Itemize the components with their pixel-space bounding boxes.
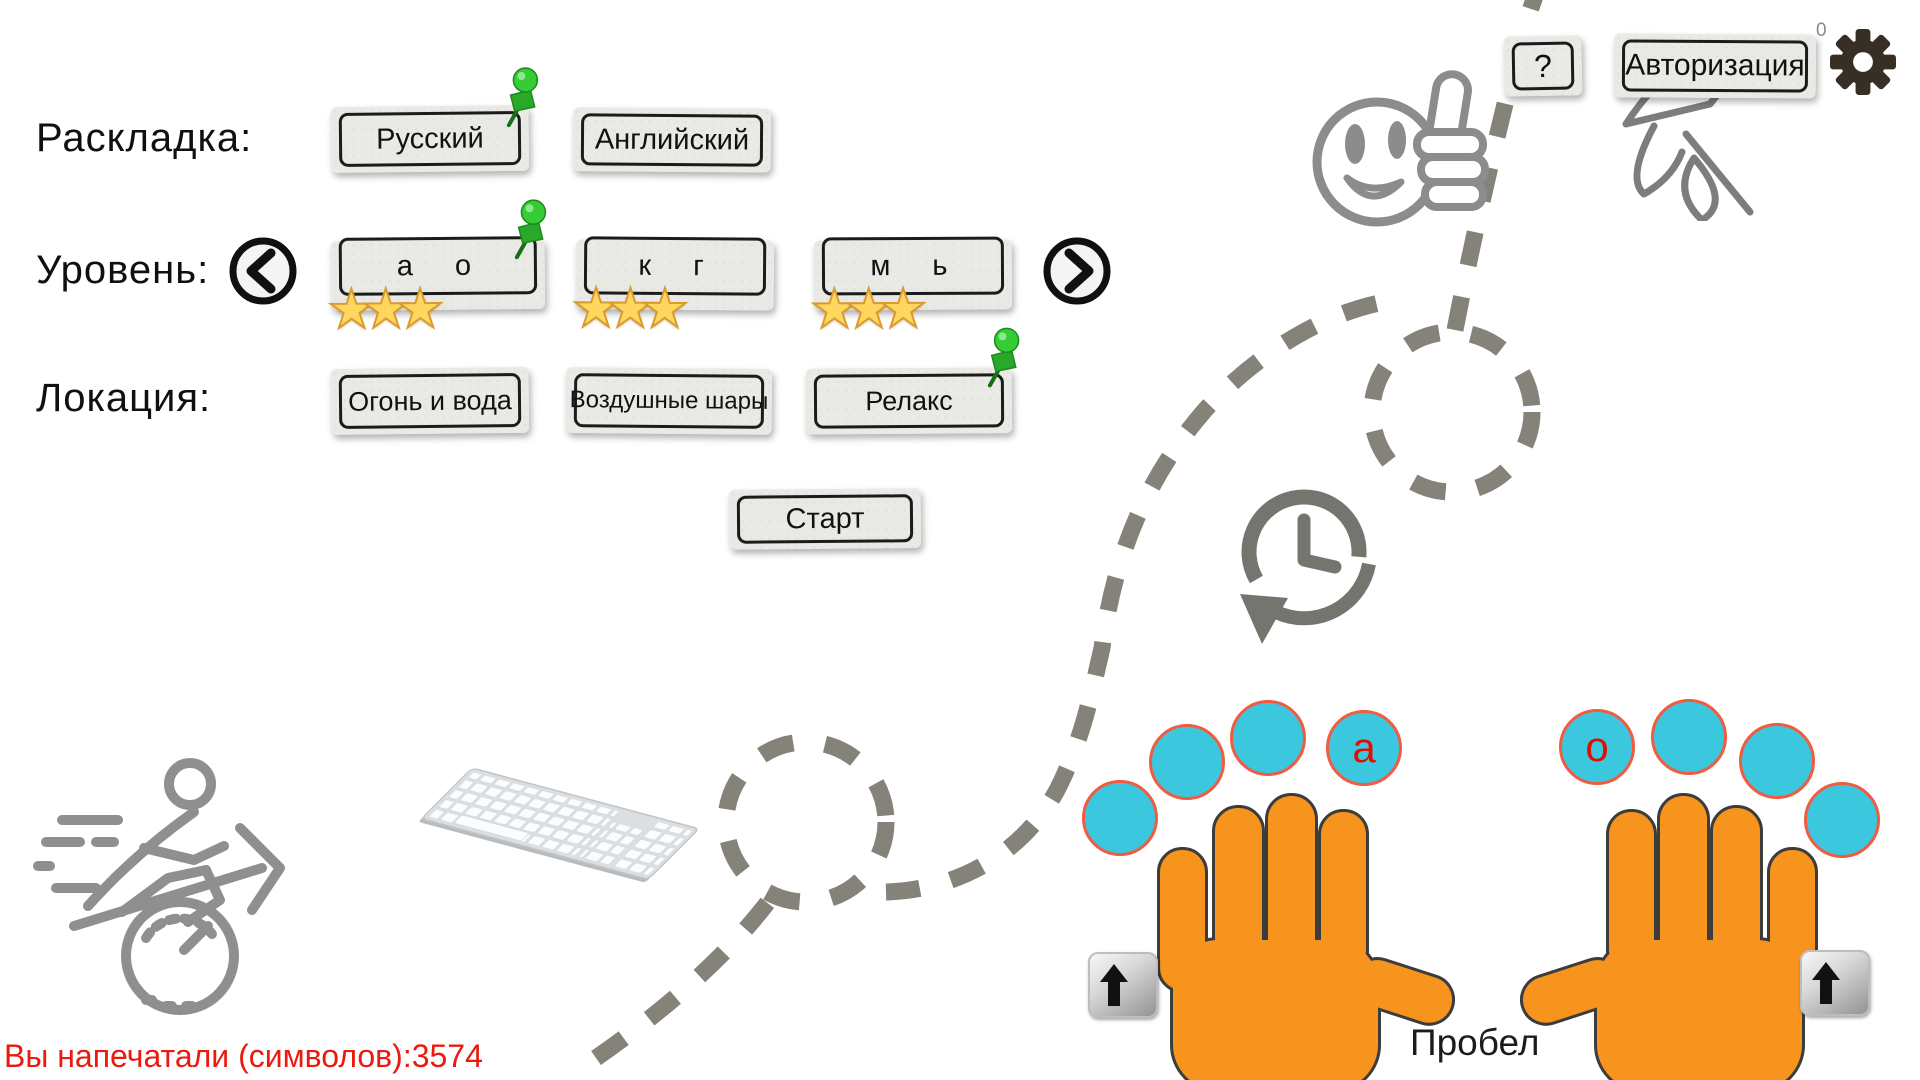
history-clock-icon [1240, 489, 1376, 644]
star-icon: ★ [878, 278, 929, 340]
layout-button-russian[interactable]: Русский [330, 67, 539, 174]
level-button-m-soft[interactable]: м ь ★★★ [809, 236, 1013, 341]
star-icon: ★ [639, 278, 690, 340]
finger-key-circle [1651, 699, 1727, 775]
level-row-label: Уровень: [36, 248, 210, 292]
location-button-fire-water[interactable]: Огонь и вода [330, 366, 530, 436]
location-row-label: Локация: [36, 376, 212, 420]
level-button-kg[interactable]: к г ★★★ [571, 236, 775, 340]
key-letter: а [1352, 724, 1376, 771]
thumbs-up-smiley-icon [1312, 70, 1489, 227]
finger-key-circle [1739, 723, 1815, 799]
level-next-arrow-button[interactable] [1040, 234, 1114, 308]
finger-key-circle [1082, 780, 1158, 856]
layout-row-label: Раскладка: [36, 116, 253, 160]
settings-gear-icon[interactable] [1830, 28, 1896, 96]
shift-arrow-icon [1812, 962, 1840, 1004]
authorization-button[interactable]: Авторизация [1613, 33, 1817, 99]
key-letter: о [1585, 723, 1609, 770]
left-shift-key-icon [1088, 952, 1158, 1018]
typed-characters-counter: Вы напечатали (символов):3574 [4, 1038, 483, 1074]
start-button[interactable]: Старт [728, 488, 922, 550]
shift-arrow-icon [1100, 964, 1128, 1006]
location-button-balloons[interactable]: Воздушные шары [565, 367, 773, 435]
level-stars: ★★★ [571, 276, 691, 340]
right-hand [1520, 793, 1818, 1080]
level-button-ao[interactable]: а о ★★★ [326, 199, 547, 341]
level-stars: ★★★ [809, 277, 929, 341]
level-prev-arrow-button[interactable] [226, 234, 300, 308]
left-hand [1157, 793, 1455, 1080]
finger-key-circle [1230, 700, 1306, 776]
location-button-relax[interactable]: Релакс [805, 327, 1020, 435]
right-shift-key-icon [1800, 950, 1870, 1016]
help-button[interactable]: ? [1503, 35, 1583, 97]
finger-key-circle [1149, 724, 1225, 800]
auth-badge: 0 [1816, 20, 1827, 41]
running-speed-icon [33, 758, 285, 1015]
keyboard-icon [419, 768, 698, 883]
finger-key-circle-letter-o: о [1559, 709, 1635, 785]
finger-key-circle [1804, 782, 1880, 858]
layout-button-english[interactable]: Английский [572, 107, 772, 173]
space-key-label: Пробел [1410, 1022, 1540, 1063]
level-stars: ★★★ [326, 277, 446, 341]
finger-key-circle-letter-a: а [1326, 710, 1402, 786]
star-icon: ★ [395, 278, 446, 340]
